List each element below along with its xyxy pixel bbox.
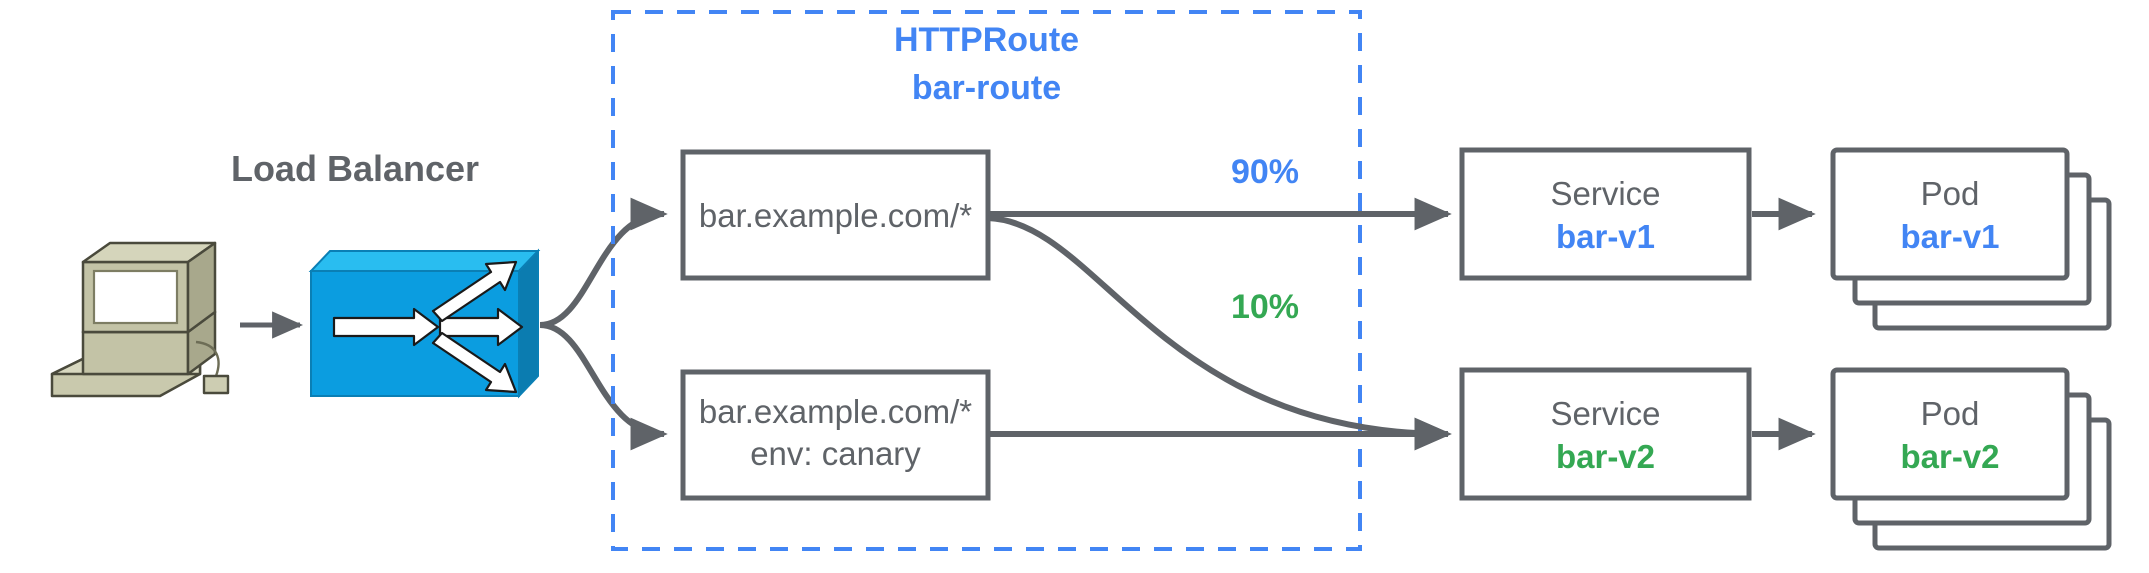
network-switch-icon: [308, 248, 541, 399]
weight-label-90: 90%: [1230, 153, 1300, 191]
pod-kind-label-bar-v1: Pod: [1920, 175, 1980, 212]
httproute-name-label: bar-route: [911, 69, 1062, 107]
pod-name-label-bar-v2: bar-v2: [1900, 438, 2000, 475]
service-box-bar-v2: [1459, 367, 1752, 501]
pod-kind-label-bar-v2: Pod: [1920, 395, 1980, 432]
rule-primary-match-line-1: bar.example.com/*: [698, 197, 973, 234]
service-name-label-bar-v2: bar-v2: [1555, 438, 1656, 475]
httproute-kind-label: HTTPRoute: [893, 21, 1080, 59]
pod-name-label-bar-v1: bar-v1: [1900, 218, 2000, 255]
service-name-label-bar-v1: bar-v1: [1555, 218, 1656, 255]
service-kind-label-bar-v1: Service: [1550, 175, 1661, 212]
pod-stack-bar-v2: [1830, 367, 2112, 551]
edge-lb-to-rule-primary: [539, 197, 668, 328]
rule-canary-match-line-1: bar.example.com/*: [698, 393, 973, 430]
rule-box-primary: [680, 149, 991, 281]
service-box-bar-v1: [1459, 147, 1752, 281]
weight-label-10: 10%: [1230, 288, 1300, 326]
service-kind-label-bar-v2: Service: [1550, 395, 1661, 432]
edge-rule-primary-to-service-v2: [987, 215, 1452, 451]
edge-lb-to-rule-canary: [539, 322, 668, 451]
load-balancer-label: Load Balancer: [230, 148, 480, 189]
rule-canary-match-line-2: env: canary: [750, 435, 921, 472]
pod-stack-layer-1: [1830, 147, 2070, 281]
pod-stack-bar-v1: [1830, 147, 2112, 331]
rule-box-canary: [680, 369, 991, 501]
pod-stack-layer-1: [1830, 367, 2070, 501]
desktop-computer-icon: [50, 241, 230, 398]
